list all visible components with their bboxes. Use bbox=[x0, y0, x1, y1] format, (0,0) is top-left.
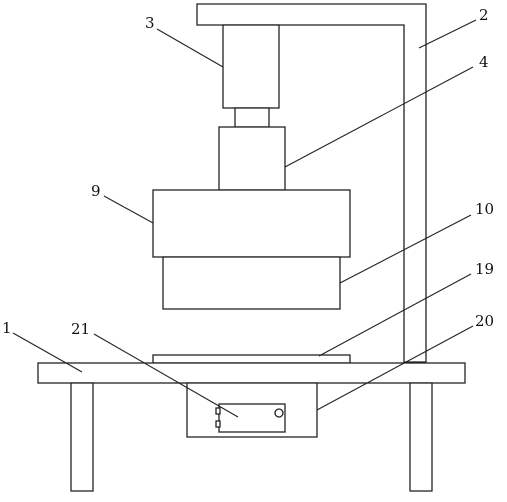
module-pin-bottom bbox=[215, 420, 221, 428]
callout-9: 9 bbox=[91, 182, 101, 200]
callout-21: 21 bbox=[71, 320, 90, 338]
callout-1: 1 bbox=[2, 319, 12, 337]
leader-21 bbox=[93, 333, 239, 418]
workpiece-plate bbox=[152, 354, 351, 364]
control-module bbox=[218, 403, 286, 433]
drive-column bbox=[218, 126, 286, 191]
callout-19: 19 bbox=[475, 260, 494, 278]
motor-housing bbox=[222, 24, 280, 109]
bracket-outline bbox=[196, 3, 427, 363]
press-head bbox=[152, 189, 351, 258]
table-top bbox=[37, 362, 466, 384]
leader-1 bbox=[12, 332, 83, 373]
leader-10 bbox=[339, 214, 472, 284]
callout-2: 2 bbox=[479, 6, 489, 24]
lower-die bbox=[162, 256, 341, 310]
leader-20 bbox=[316, 325, 474, 411]
callout-10: 10 bbox=[475, 200, 494, 218]
callout-20: 20 bbox=[475, 312, 494, 330]
leader-9 bbox=[103, 195, 154, 224]
module-knob bbox=[274, 408, 284, 418]
leader-19 bbox=[318, 273, 472, 357]
callout-3: 3 bbox=[145, 14, 155, 32]
table-leg-right bbox=[409, 382, 433, 492]
leader-3 bbox=[156, 28, 224, 68]
leader-4 bbox=[284, 66, 474, 168]
bracket-frame bbox=[196, 3, 427, 363]
callout-4: 4 bbox=[479, 53, 489, 71]
module-pin-top bbox=[215, 407, 221, 415]
table-leg-left bbox=[70, 382, 94, 492]
coupling bbox=[234, 107, 270, 128]
leader-2 bbox=[418, 19, 477, 49]
